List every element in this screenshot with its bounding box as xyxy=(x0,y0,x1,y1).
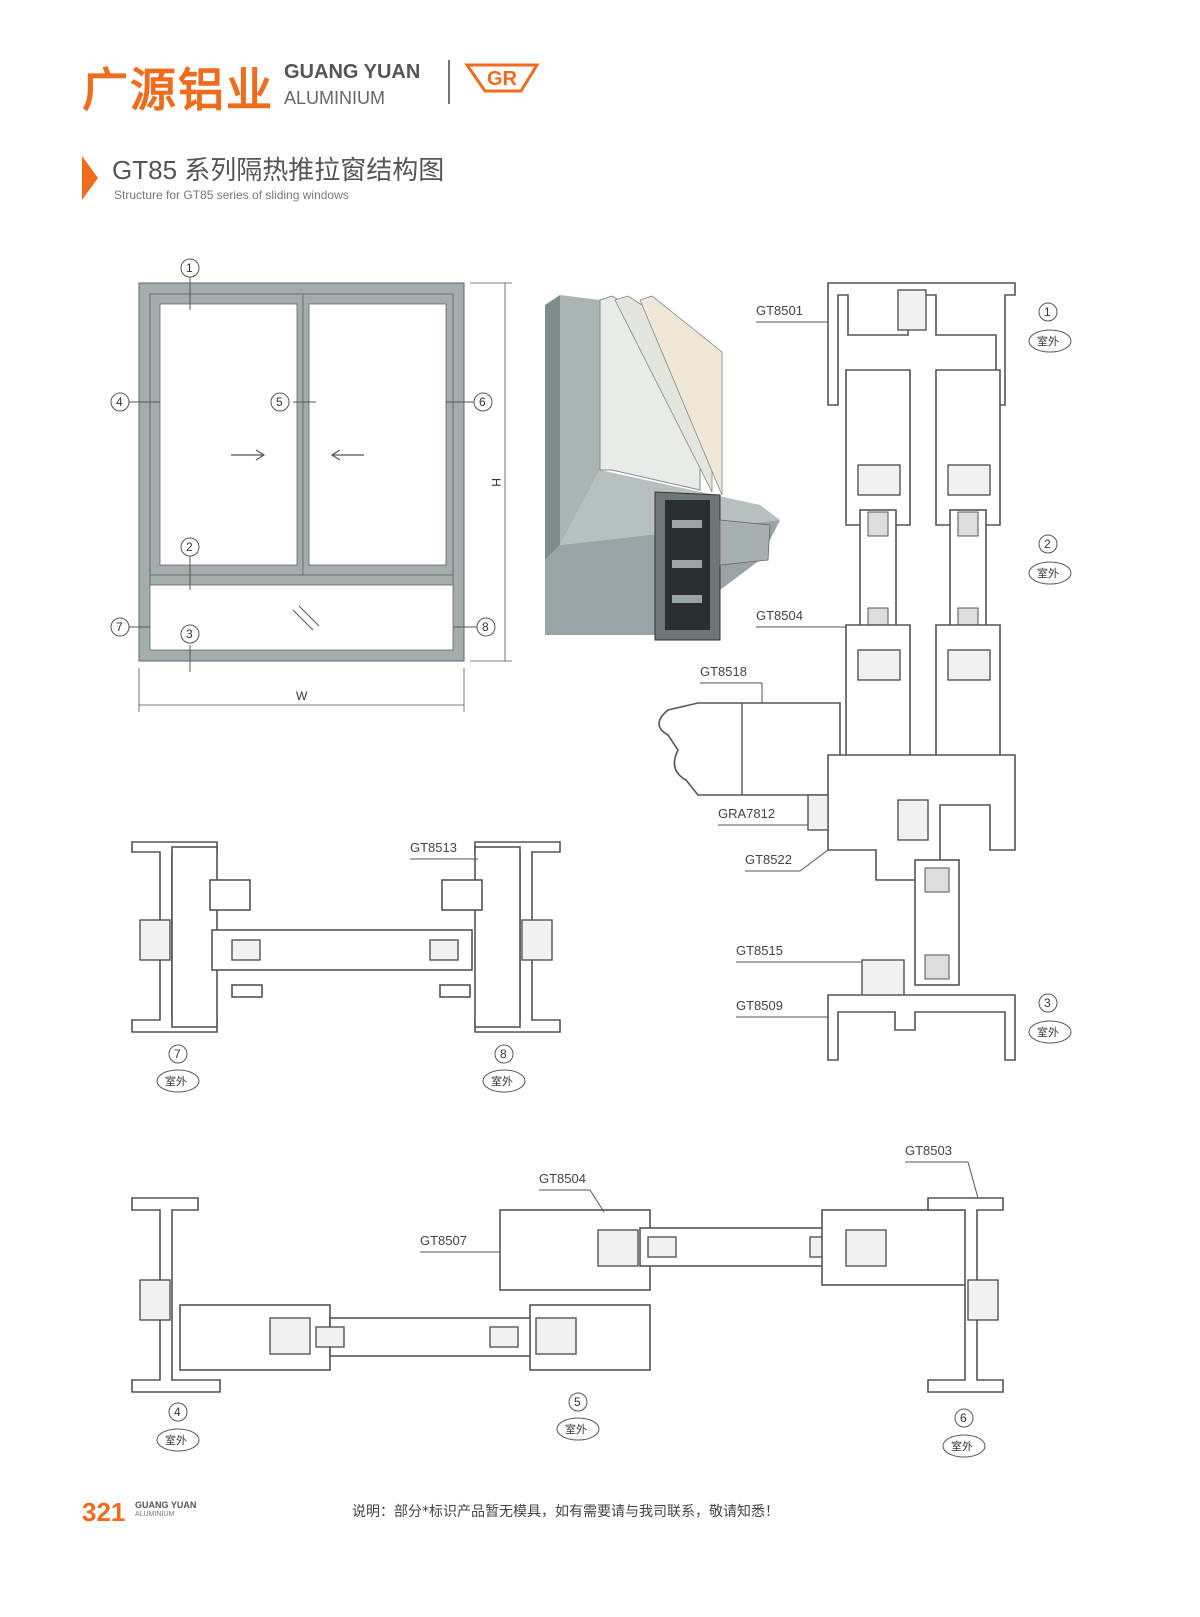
page-title: GT85 系列隔热推拉窗结构图 xyxy=(112,155,445,185)
svg-text:5: 5 xyxy=(276,395,283,409)
svg-text:1: 1 xyxy=(186,261,193,275)
label-gra7812: GRA7812 xyxy=(718,806,775,821)
section-callout-6: 6 室外 xyxy=(942,1408,986,1458)
svg-text:2: 2 xyxy=(186,540,193,554)
outdoor-tag: 室外 xyxy=(165,1074,187,1088)
footer-brand: GUANG YUAN xyxy=(135,1500,197,1510)
callout-4: 4 xyxy=(110,392,130,412)
label-gt8513: GT8513 xyxy=(410,840,457,855)
svg-text:5: 5 xyxy=(574,1395,581,1409)
svg-text:1: 1 xyxy=(1044,305,1051,319)
label-gt8522: GT8522 xyxy=(745,852,792,867)
outdoor-tag: 室外 xyxy=(951,1439,973,1453)
brand-name-en: GUANG YUAN xyxy=(284,61,421,83)
svg-text:8: 8 xyxy=(500,1047,507,1061)
callout-3: 3 xyxy=(180,624,200,644)
section-callout-4: 4 室外 xyxy=(156,1402,200,1452)
window-elevation: W H 1 4 5 6 2 7 3 8 xyxy=(110,258,512,712)
footer-note: 说明：部分*标识产品暂无模具，如有需要请与我司联系，敬请知悉！ xyxy=(352,1504,779,1520)
section-callout-8: 8 室外 xyxy=(482,1044,526,1093)
page-number: 321 xyxy=(82,1497,126,1527)
callout-2: 2 xyxy=(180,537,200,557)
callout-7: 7 xyxy=(110,617,130,637)
label-gt8518: GT8518 xyxy=(700,664,747,679)
svg-text:2: 2 xyxy=(1044,537,1051,551)
outdoor-tag: 室外 xyxy=(1037,334,1059,348)
label-gt8501: GT8501 xyxy=(756,303,803,318)
horizontal-section-7-8: GT8513 7 室外 8 室外 xyxy=(131,840,561,1093)
outdoor-tag: 室外 xyxy=(1037,1025,1059,1039)
outdoor-tag: 室外 xyxy=(1037,566,1059,580)
callout-8: 8 xyxy=(476,617,496,637)
label-gt8504-horizontal: GT8504 xyxy=(539,1171,586,1186)
outdoor-tag: 室外 xyxy=(491,1074,513,1088)
vertical-section: GT8501 GT8504 GT8518 GRA7812 GT8522 GT85… xyxy=(658,282,1072,1061)
section-callout-5: 5 室外 xyxy=(556,1392,600,1441)
svg-text:6: 6 xyxy=(960,1411,967,1425)
logo-text: GR xyxy=(487,68,518,90)
svg-text:4: 4 xyxy=(116,395,123,409)
svg-text:7: 7 xyxy=(174,1047,181,1061)
dimension-width-label: W xyxy=(296,689,308,703)
callout-6: 6 xyxy=(473,392,493,412)
callout-5: 5 xyxy=(270,392,290,412)
callout-1: 1 xyxy=(180,258,200,278)
svg-text:3: 3 xyxy=(1044,996,1051,1010)
brand-logo-icon: GR xyxy=(464,63,540,93)
svg-text:6: 6 xyxy=(479,395,486,409)
label-gt8515: GT8515 xyxy=(736,943,783,958)
corner-3d-render xyxy=(545,295,780,641)
outdoor-tag: 室外 xyxy=(165,1433,187,1447)
svg-text:3: 3 xyxy=(186,627,193,641)
dimension-height-label: H xyxy=(489,478,503,487)
footer-brand-sub: ALUMINIUM xyxy=(135,1511,175,1518)
section-callout-3: 3 室外 xyxy=(1028,993,1072,1044)
svg-text:4: 4 xyxy=(174,1405,181,1419)
horizontal-section-4-5-6: GT8504 GT8507 GT8503 4 室外 5 室外 6 室外 xyxy=(131,1143,1004,1458)
section-callout-2: 2 室外 xyxy=(1028,534,1072,585)
brand-divider xyxy=(448,60,450,104)
section-callout-1: 1 室外 xyxy=(1028,302,1072,353)
title-marker-icon xyxy=(82,156,98,200)
brand-name-en-sub: ALUMINIUM xyxy=(284,88,386,108)
svg-text:8: 8 xyxy=(482,620,489,634)
label-gt8509: GT8509 xyxy=(736,998,783,1013)
section-callout-7: 7 室外 xyxy=(156,1044,200,1093)
label-gt8504-vertical: GT8504 xyxy=(756,608,803,623)
label-gt8503: GT8503 xyxy=(905,1143,952,1158)
page-subtitle: Structure for GT85 series of sliding win… xyxy=(114,188,349,202)
label-gt8507: GT8507 xyxy=(420,1233,467,1248)
brand-name-cn: 广源铝业 xyxy=(82,63,274,117)
svg-text:7: 7 xyxy=(116,620,123,634)
outdoor-tag: 室外 xyxy=(565,1422,587,1436)
